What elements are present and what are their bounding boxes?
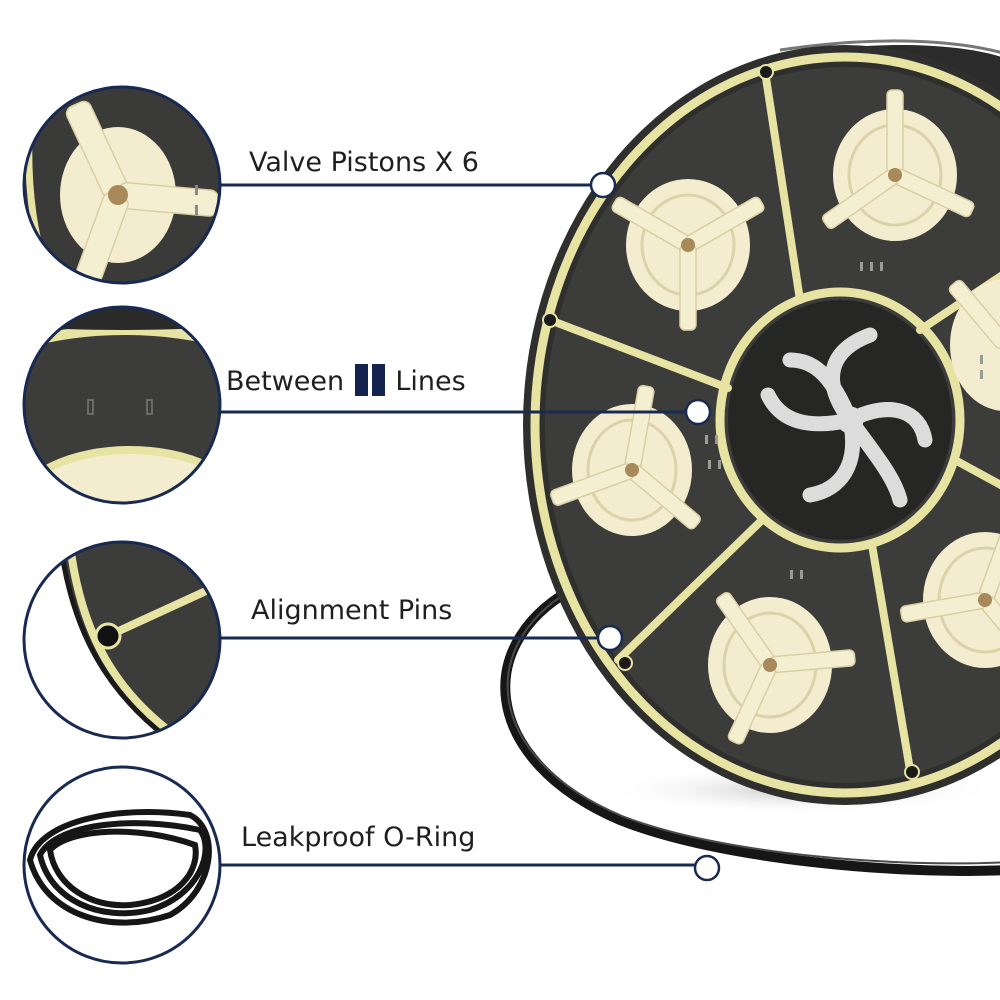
label-between-text: Between: [226, 366, 345, 397]
callout-dot-pins: [596, 624, 624, 652]
detail-circle-pistons: [22, 85, 222, 285]
piston: [948, 279, 1000, 411]
callout-dot-pistons: [589, 171, 617, 199]
detail-circle-oring: [22, 765, 222, 965]
label-alignment-pins: Alignment Pins: [251, 595, 452, 627]
line-marker-left-icon: [354, 364, 368, 396]
label-valve-pistons: Valve Pistons X 6: [249, 147, 479, 179]
valve-pistons: [550, 89, 1000, 745]
piston: [821, 89, 975, 241]
detail-circle-lines: [22, 305, 222, 505]
line-marker-right-icon: [371, 364, 385, 396]
callout-dot-oring: [693, 854, 721, 882]
label-between-lines: Between Lines: [226, 364, 466, 398]
label-valve-pistons-text: Valve Pistons X 6: [249, 147, 479, 178]
piston: [550, 384, 701, 536]
piston: [611, 179, 765, 331]
piston: [708, 591, 856, 745]
label-alignment-pins-text: Alignment Pins: [251, 595, 453, 626]
callout-dot-lines: [684, 398, 712, 426]
detail-circle-pins: [22, 540, 222, 740]
impeller: [760, 327, 933, 508]
leader-lines: [220, 183, 707, 867]
label-oring-text: Leakproof O-Ring: [241, 822, 476, 853]
label-lines-text: Lines: [395, 366, 466, 397]
oring-large: [500, 580, 1000, 876]
label-oring: Leakproof O-Ring: [241, 822, 475, 854]
